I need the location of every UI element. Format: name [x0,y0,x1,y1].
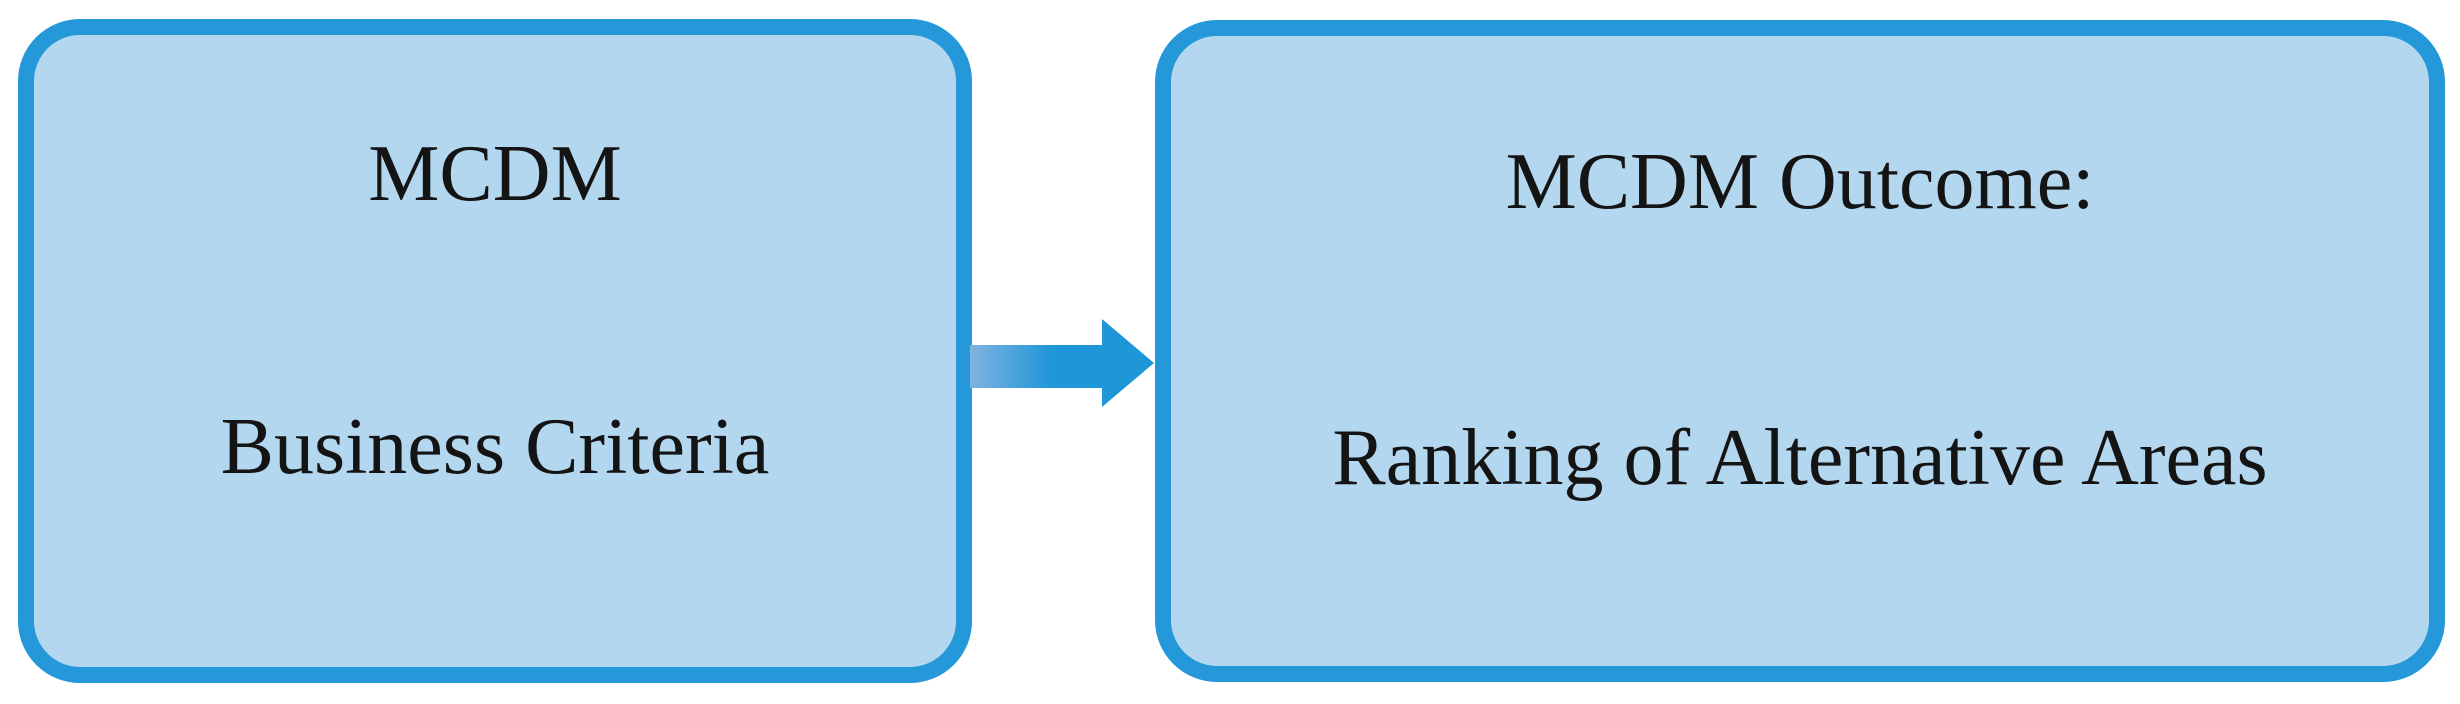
mcdm-outcome-box: MCDM Outcome: Ranking of Alternative Are… [1155,20,2445,682]
right-box-subtitle: Ranking of Alternative Areas [1332,414,2268,502]
right-arrow-icon [970,319,1154,407]
left-box-title: MCDM [368,130,622,218]
right-box-title: MCDM Outcome: [1505,138,2095,226]
mcdm-business-criteria-box: MCDM Business Criteria [18,19,972,683]
arrow-shape [970,319,1154,407]
left-box-subtitle: Business Criteria [220,403,770,491]
